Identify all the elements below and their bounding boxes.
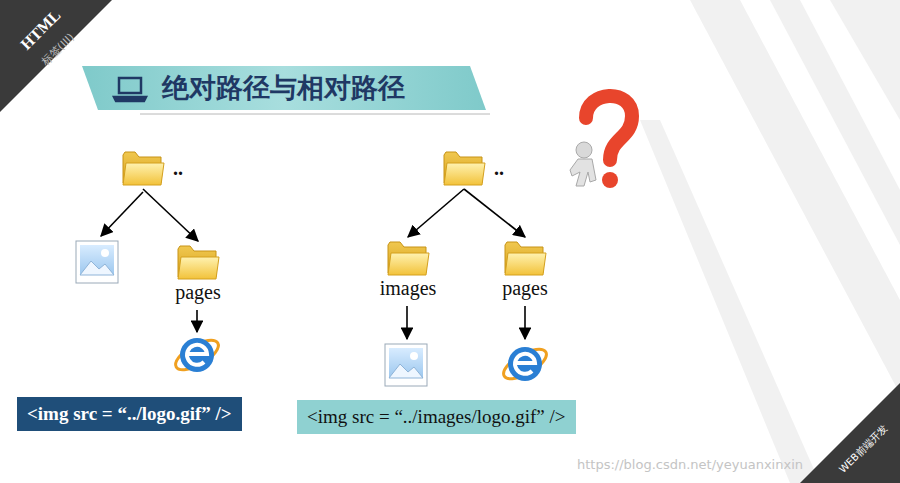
image-icon bbox=[76, 241, 118, 283]
folder-label: .. bbox=[494, 157, 504, 180]
code-box: <img src = “../images/logo.gif” /> bbox=[297, 400, 576, 434]
folder-node: .. bbox=[121, 149, 165, 187]
tree-connector bbox=[143, 189, 198, 241]
slide-title: 绝对路径与相对路径 bbox=[162, 70, 405, 106]
folder-node: .. bbox=[442, 149, 486, 187]
background-stripes bbox=[640, 0, 900, 483]
folder-icon bbox=[503, 239, 547, 277]
browser-icon bbox=[171, 334, 223, 375]
folder-label: .. bbox=[173, 157, 183, 180]
folder-node: images bbox=[380, 239, 437, 299]
tree-connector bbox=[464, 189, 525, 237]
code-box: <img src = “../logo.gif” /> bbox=[17, 397, 242, 431]
title-band bbox=[82, 66, 490, 114]
code-text: <img src = “../images/logo.gif” /> bbox=[307, 405, 566, 429]
tree-connector bbox=[408, 189, 464, 237]
folder-label: pages bbox=[175, 281, 221, 303]
watermark: https://blog.csdn.net/yeyuanxinxin bbox=[577, 457, 803, 473]
question-figure bbox=[570, 96, 632, 188]
folder-label: images bbox=[380, 277, 437, 299]
browser-icon bbox=[499, 343, 551, 384]
folder-icon bbox=[442, 149, 486, 187]
code-text: <img src = “../logo.gif” /> bbox=[27, 402, 232, 426]
leader-arrows bbox=[101, 192, 525, 339]
image-icon bbox=[385, 344, 427, 386]
folder-icon bbox=[386, 239, 430, 277]
folder-icon bbox=[176, 243, 220, 281]
laptop-icon bbox=[114, 78, 146, 101]
folder-node: pages bbox=[502, 239, 548, 299]
folder-icon bbox=[121, 149, 165, 187]
corner-banner bbox=[800, 383, 900, 483]
folder-label: pages bbox=[502, 277, 548, 299]
folder-node: pages bbox=[175, 243, 221, 303]
